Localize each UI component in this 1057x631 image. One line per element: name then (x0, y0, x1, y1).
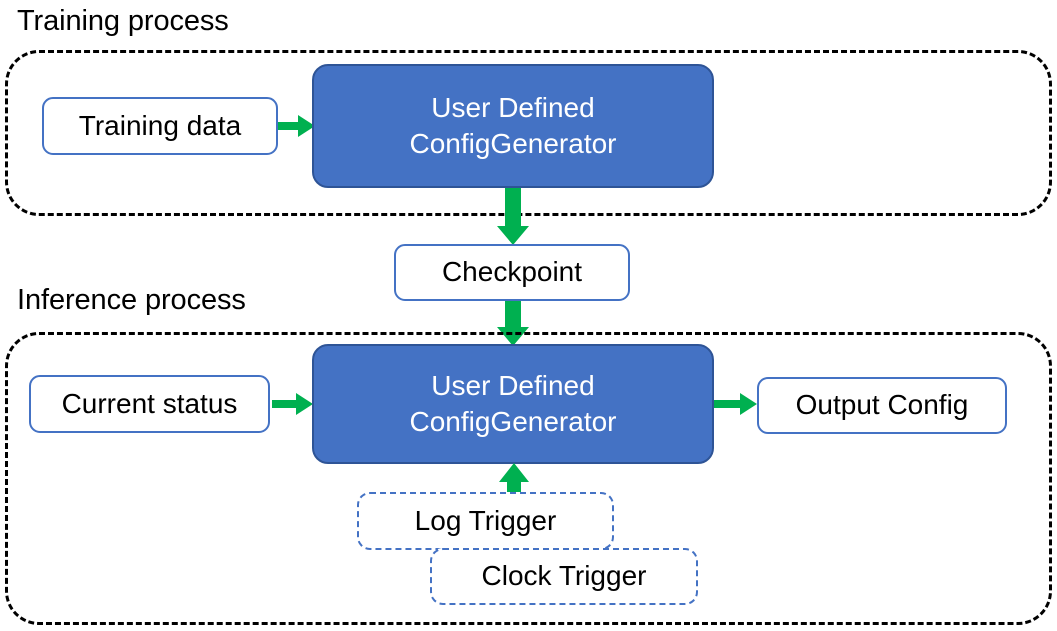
inference-generator-line-1: User Defined (431, 370, 595, 402)
arrow-current-status-to-generator (272, 390, 314, 418)
arrow-generator-to-output-config (714, 390, 758, 418)
node-training-data[interactable]: Training data (42, 97, 278, 155)
inference-process-container (5, 332, 1052, 625)
training-process-label: Training process (17, 5, 229, 37)
inference-generator-line-2: ConfigGenerator (409, 406, 617, 437)
training-generator-line-1: User Defined (431, 92, 595, 124)
arrow-training-data-to-generator (278, 112, 316, 140)
node-training-config-generator[interactable]: User Defined ConfigGenerator (312, 64, 714, 188)
node-current-status[interactable]: Current status (29, 375, 270, 433)
node-inference-config-generator[interactable]: User Defined ConfigGenerator (312, 344, 714, 464)
node-clock-trigger[interactable]: Clock Trigger (430, 548, 698, 605)
node-log-trigger[interactable]: Log Trigger (357, 492, 614, 550)
inference-process-label: Inference process (17, 284, 246, 316)
node-checkpoint[interactable]: Checkpoint (394, 244, 630, 301)
arrow-training-generator-to-checkpoint (496, 188, 530, 246)
node-output-config[interactable]: Output Config (757, 377, 1007, 434)
arrow-triggers-to-generator (498, 463, 530, 501)
training-generator-line-2: ConfigGenerator (409, 128, 617, 159)
training-process-container (5, 50, 1052, 216)
